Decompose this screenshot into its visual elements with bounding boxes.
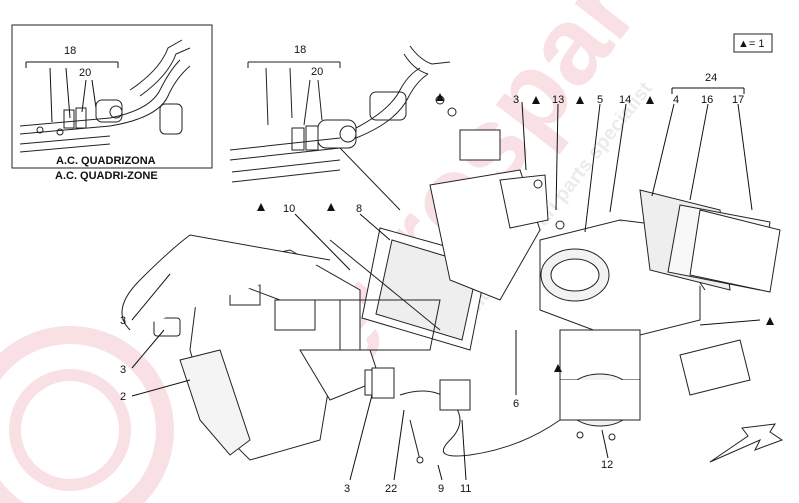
- leader-lines: [131, 87, 761, 481]
- hvac-housing: [121, 234, 388, 461]
- callout-9: 9: [438, 483, 444, 495]
- callout-13: 13: [552, 94, 564, 106]
- callout-24: 24: [705, 72, 717, 84]
- callout-3-bottom: 3: [344, 483, 350, 495]
- callout-16: 16: [701, 94, 713, 106]
- inset-title-1: A.C. QUADRIZONA: [56, 155, 156, 167]
- inset-label-20: 20: [79, 67, 91, 79]
- callout-8: 8: [356, 203, 362, 215]
- direction-arrow-icon: [709, 423, 784, 463]
- callout-3-a: 3: [120, 315, 126, 327]
- callout-22: 22: [385, 483, 397, 495]
- callout-4: 4: [673, 94, 679, 106]
- callout-3-b: 3: [120, 364, 126, 376]
- legend-text: ▲= 1: [738, 38, 765, 50]
- callout-17: 17: [732, 94, 744, 106]
- callout-10: 10: [283, 203, 295, 215]
- triangle-markers: [257, 93, 774, 372]
- callout-14: 14: [619, 94, 631, 106]
- wiring-harness: [371, 367, 561, 464]
- inset-label-18: 18: [64, 45, 76, 57]
- callout-12: 12: [601, 459, 613, 471]
- filter-housing: [429, 129, 565, 301]
- callout-20: 20: [311, 66, 323, 78]
- callout-11: 11: [460, 483, 471, 495]
- inset-box: 18 20 A.C. QUADRIZONA: [11, 24, 213, 169]
- callout-18: 18: [294, 44, 306, 56]
- control-module: [679, 339, 751, 396]
- callout-6: 6: [513, 398, 519, 410]
- legend-box: ▲= 1: [733, 33, 773, 53]
- inset-title-2: A.C. QUADRI-ZONE: [55, 170, 158, 182]
- callout-3-top: 3: [513, 94, 519, 106]
- callout-labels: 18 20 3 13 5 14 24 4 16 17 10 8 3 3 2 6 …: [120, 44, 744, 495]
- cabin-filters: [639, 189, 781, 293]
- pipe-assembly: [229, 45, 457, 211]
- callout-5: 5: [597, 94, 603, 106]
- callout-2: 2: [120, 391, 126, 403]
